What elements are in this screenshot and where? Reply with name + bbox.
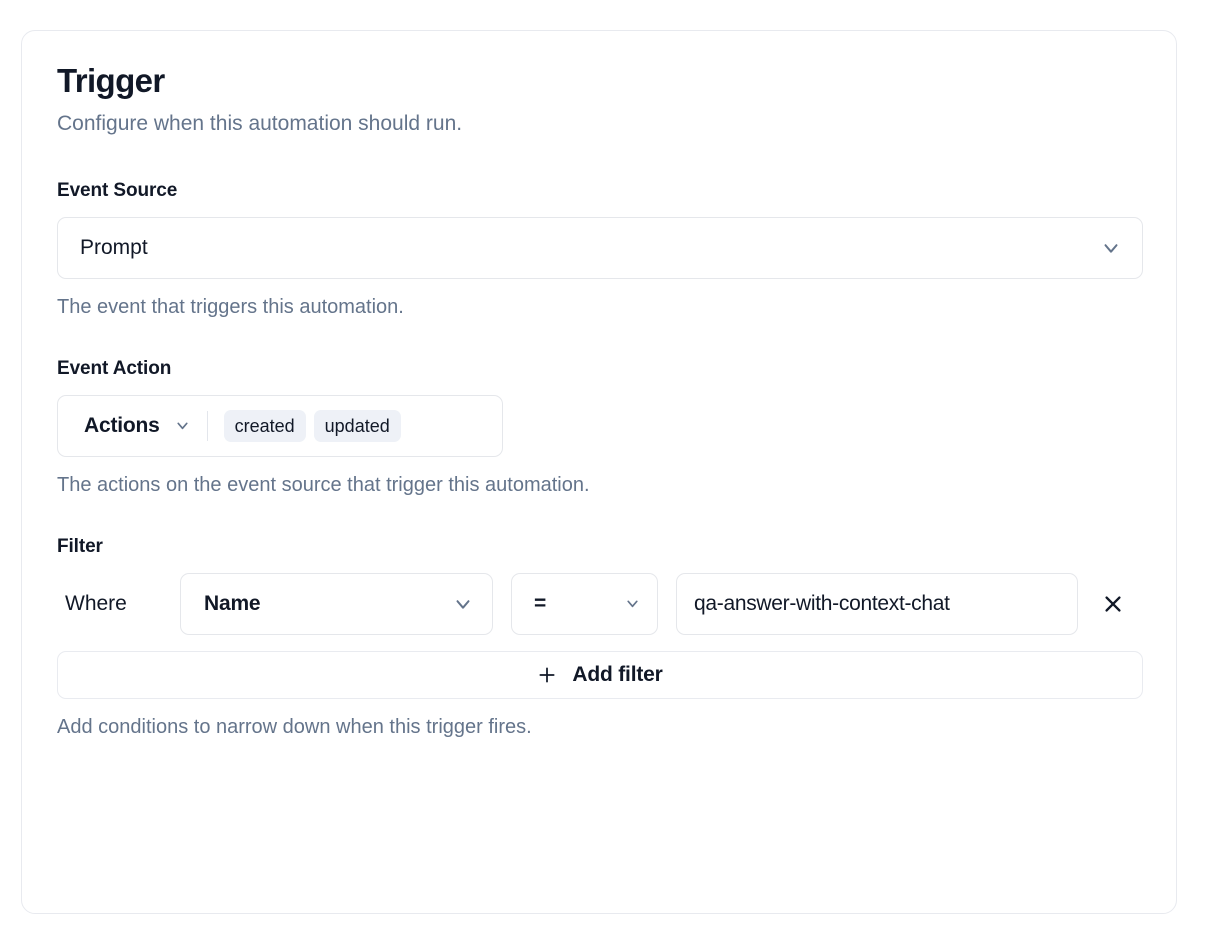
- filter-field: Filter Where Name = qa-answer-with-c: [57, 535, 1143, 740]
- chevron-down-icon: [1100, 237, 1122, 259]
- filter-value-input[interactable]: qa-answer-with-context-chat: [676, 572, 1078, 635]
- selected-actions-chips: created updated: [223, 409, 401, 442]
- action-chip[interactable]: updated: [313, 409, 401, 442]
- event-source-label: Event Source: [57, 179, 178, 201]
- event-action-multiselect[interactable]: Actions created updated: [57, 394, 503, 457]
- filter-label: Filter: [57, 535, 103, 557]
- filter-operator-value: =: [534, 591, 547, 615]
- remove-filter-button[interactable]: [1090, 581, 1136, 627]
- filter-field-select[interactable]: Name: [180, 572, 493, 635]
- event-source-help: The event that triggers this automation.: [57, 295, 404, 318]
- event-source-value: Prompt: [80, 235, 148, 259]
- chevron-down-icon: [452, 593, 474, 615]
- filter-field-value: Name: [204, 591, 261, 615]
- card-subtitle: Configure when this automation should ru…: [57, 112, 463, 136]
- filter-operator-select[interactable]: =: [511, 572, 658, 635]
- filter-value-text: qa-answer-with-context-chat: [694, 591, 950, 615]
- event-action-dropdown-trigger[interactable]: Actions: [84, 414, 191, 438]
- event-action-help: The actions on the event source that tri…: [57, 473, 590, 496]
- trigger-card: Trigger Configure when this automation s…: [21, 30, 1177, 914]
- filter-row: Where Name = qa-answer-with-context-chat: [57, 572, 1141, 635]
- page-title: Trigger: [57, 62, 165, 99]
- add-filter-label: Add filter: [572, 662, 663, 686]
- where-label: Where: [65, 591, 127, 615]
- chevron-down-icon: [624, 595, 641, 612]
- filter-help: Add conditions to narrow down when this …: [57, 715, 532, 738]
- action-chip[interactable]: created: [223, 409, 306, 442]
- plus-icon: [537, 665, 557, 685]
- event-source-field: Event Source Prompt The event that trigg…: [57, 179, 1143, 320]
- event-action-label: Event Action: [57, 357, 172, 379]
- event-source-select[interactable]: Prompt: [57, 216, 1143, 279]
- chevron-down-icon: [174, 417, 191, 434]
- vertical-divider: [206, 410, 208, 441]
- add-filter-button[interactable]: Add filter: [57, 650, 1143, 699]
- event-action-field: Event Action Actions created updated The…: [57, 358, 1141, 498]
- close-icon: [1102, 593, 1124, 615]
- event-action-trigger-label: Actions: [84, 413, 160, 437]
